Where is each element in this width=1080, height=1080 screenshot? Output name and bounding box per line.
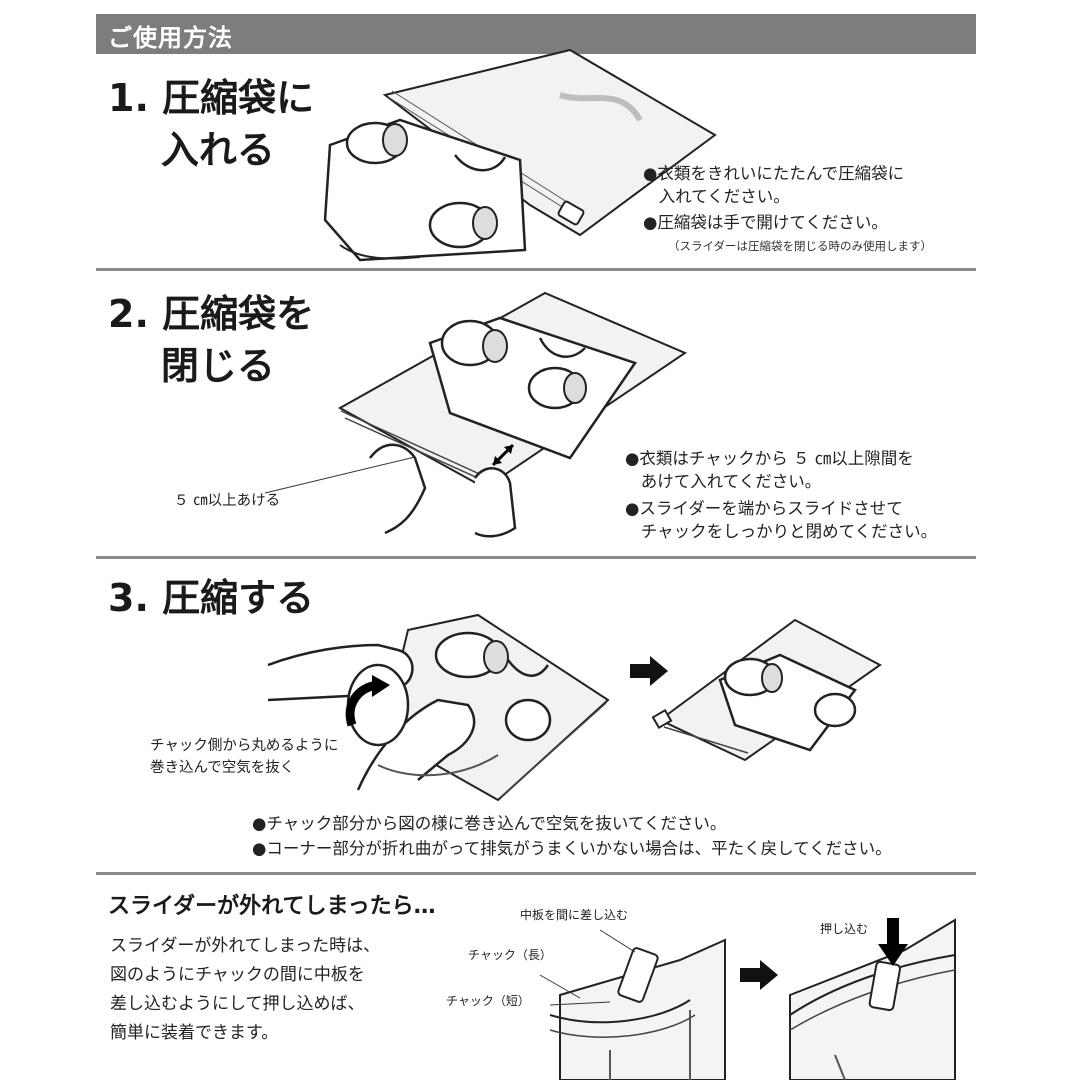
slider-section-title: スライダーが外れてしまったら… [108, 894, 436, 919]
callout-zipper-long: チャック（長） [468, 948, 552, 962]
page-title: ご使用方法 [108, 24, 233, 52]
divider [96, 556, 976, 559]
step1-small-note: （スライダーは圧縮袋を閉じる時のみ使用します） [668, 239, 933, 253]
step3-title: 3. 圧縮する [108, 576, 315, 620]
push-down-arrow-icon [878, 918, 908, 966]
callout-line [264, 456, 416, 494]
callout-zipper-short: チャック（短） [446, 994, 530, 1008]
header-bar [96, 14, 976, 54]
arrow-right-icon [740, 960, 778, 990]
step3-callout: チャック側から丸めるように 巻き込んで空気を抜く [150, 738, 339, 776]
slider-illustration-2 [789, 918, 956, 1080]
step1-note-2: ●圧縮袋は手で開けてください。 [643, 213, 888, 232]
double-arrow-icon [491, 443, 515, 467]
callout-push-in: 押し込む [820, 922, 869, 936]
step1-illustration [323, 48, 717, 262]
slider-section-body: スライダーが外れてしまった時は、 図のようにチャックの間に中板を 差し込むように… [110, 936, 381, 1043]
step1-title: 1. 圧縮袋に 入れる [108, 76, 315, 172]
step2-illustration [337, 291, 688, 538]
callout-insert-plate: 中板を間に差し込む [520, 908, 629, 922]
arrow-right-icon [630, 656, 668, 686]
step2-callout: ５ ㎝以上あける [174, 493, 281, 509]
step3-illustration-compressed [651, 618, 882, 762]
divider [96, 268, 976, 271]
step3-note-1: ●チャック部分から図の様に巻き込んで空気を抜いてください。 [252, 814, 727, 833]
step2-note-2: ●スライダーを端からスライドさせて チャックをしっかりと閉めてください。 [625, 499, 938, 541]
step3-note-2: ●コーナー部分が折れ曲がって排気がうまくいかない場合は、平たく戻してください。 [252, 839, 892, 858]
curved-arrow-icon [345, 675, 390, 727]
step2-note-1: ●衣類はチャックから ５ ㎝以上隙間を あけて入れてください。 [625, 449, 914, 491]
step1-note-1: ●衣類をきれいにたたんで圧縮袋に 入れてください。 [643, 164, 905, 206]
slider-illustration-1 [539, 929, 726, 1080]
step3-illustration-roll [267, 613, 610, 802]
divider [96, 872, 976, 875]
step2-title: 2. 圧縮袋を 閉じる [108, 292, 315, 388]
